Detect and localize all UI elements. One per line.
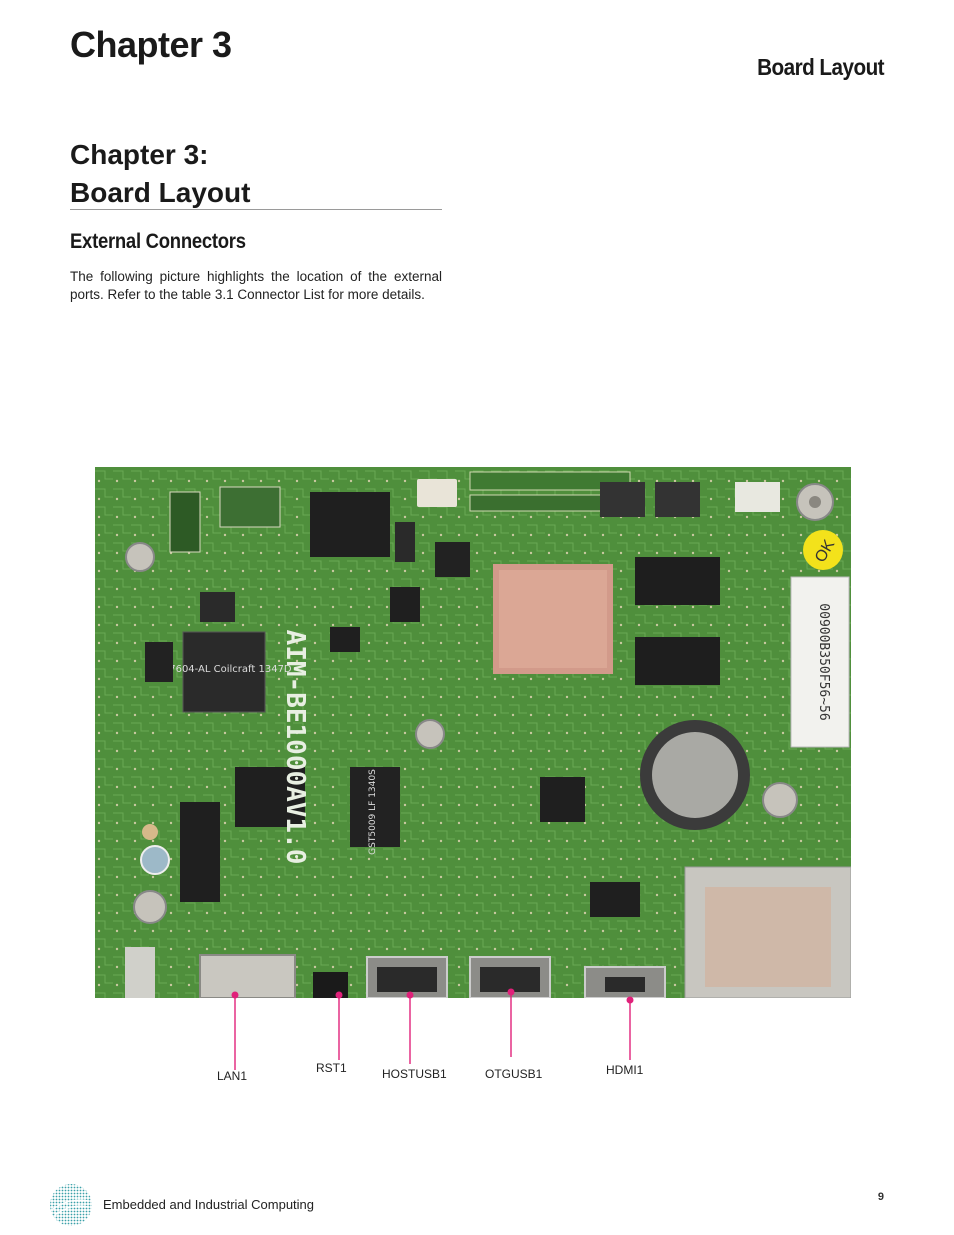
footer-text: Embedded and Industrial Computing — [103, 1197, 315, 1212]
serial-label: 00900B350F56~56 — [816, 603, 831, 720]
chip-marking-2: GST5009 LF 1340S — [368, 769, 378, 855]
label-otgusb1: OTGUSB1 — [485, 1067, 543, 1081]
label-hostusb1: HOSTUSB1 — [382, 1067, 447, 1081]
chip-marking-1: CO7604-AL Coilcraft 1347D — [154, 664, 292, 675]
label-lan1: LAN1 — [217, 1069, 248, 1083]
intro-paragraph: The following picture highlights the loc… — [70, 269, 442, 302]
board-photo: OK 00900B350F56~56 CO7604-AL Coilcraft 1… — [95, 467, 851, 998]
page-title-line-1: Chapter 3: — [70, 139, 209, 170]
label-hdmi1: HDMI1 — [606, 1063, 644, 1077]
label-rst1: RST1 — [316, 1061, 347, 1075]
page-title-line-2: Board Layout — [70, 177, 251, 208]
sub-heading: External Connectors — [70, 230, 246, 253]
section-header: Board Layout — [757, 54, 884, 80]
company-logo — [50, 1184, 92, 1226]
board-silkscreen: AIM-BE1000AV1.0 — [280, 630, 310, 865]
chapter-tag: Chapter 3 — [70, 24, 232, 65]
page-number: 9 — [877, 1191, 884, 1203]
page-title: Chapter 3: Board Layout — [70, 136, 442, 210]
